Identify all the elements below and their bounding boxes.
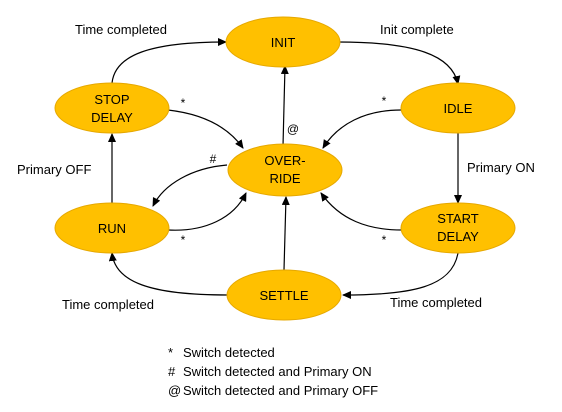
- state-override-label-line2: RIDE: [269, 171, 300, 186]
- state-override: OVER- RIDE: [227, 143, 343, 197]
- arrow-settle-to-run: [108, 252, 229, 296]
- arrow-override-to-run: [152, 164, 228, 207]
- state-stop-delay-label-line1: STOP: [94, 92, 129, 107]
- mark-override-to-run: #: [210, 152, 217, 166]
- state-init-label: INIT: [271, 35, 296, 50]
- legend-symbol: @: [168, 383, 182, 398]
- state-init: INIT: [225, 16, 341, 68]
- mark-override-to-init: @: [287, 122, 299, 136]
- legend: * Switch detected # Switch detected and Pr…: [168, 343, 468, 400]
- state-run: RUN: [54, 202, 170, 254]
- state-idle: IDLE: [400, 82, 516, 134]
- state-stop-delay: STOP DELAY: [54, 82, 170, 134]
- transition-label-startdelay-to-settle: Time completed: [390, 295, 482, 310]
- state-settle: SETTLE: [226, 269, 342, 321]
- mark-run-to-override: *: [181, 233, 186, 247]
- mark-startdelay-to-override: *: [382, 233, 387, 247]
- legend-text: Switch detected: [183, 345, 275, 360]
- arrow-init-to-idle: [337, 41, 461, 85]
- arrow-startdelay-to-settle: [342, 252, 459, 299]
- state-override-label-line1: OVER-: [264, 153, 305, 168]
- transition-label-settle-to-run: Time completed: [62, 297, 154, 312]
- transition-label-run-to-stopdelay: Primary OFF: [17, 162, 91, 177]
- legend-row: # Switch detected and Primary ON: [168, 362, 468, 381]
- state-stop-delay-label-line2: DELAY: [91, 110, 133, 125]
- legend-text: Switch detected and Primary OFF: [183, 383, 379, 398]
- legend-symbol: #: [168, 364, 176, 379]
- transition-label-idle-to-startdelay: Primary ON: [467, 160, 535, 175]
- arrow-stopdelay-to-override: [167, 109, 244, 149]
- state-start-delay-label-line1: START: [437, 211, 478, 226]
- arrow-startdelay-to-override: [320, 192, 403, 231]
- arrow-override-to-init: [280, 65, 289, 147]
- arrow-run-to-override: [167, 192, 247, 231]
- arrow-settle-to-override: [281, 196, 290, 271]
- transition-label-init-to-idle: Init complete: [380, 22, 454, 37]
- arrow-stopdelay-to-init: [111, 38, 227, 84]
- legend-row: @Switch detected and Primary OFF: [168, 381, 468, 400]
- state-start-delay: START DELAY: [400, 202, 516, 254]
- state-run-label: RUN: [98, 221, 126, 236]
- arrow-idle-to-override: [322, 109, 402, 149]
- state-start-delay-label-line2: DELAY: [437, 229, 479, 244]
- mark-stopdelay-to-override: *: [181, 96, 186, 110]
- legend-row: * Switch detected: [168, 343, 468, 362]
- legend-text: Switch detected and Primary ON: [183, 364, 372, 379]
- transition-label-stopdelay-to-init: Time completed: [75, 22, 167, 37]
- mark-idle-to-override: *: [382, 94, 387, 108]
- state-settle-label: SETTLE: [259, 288, 308, 303]
- state-idle-label: IDLE: [444, 101, 473, 116]
- legend-symbol: *: [168, 345, 174, 360]
